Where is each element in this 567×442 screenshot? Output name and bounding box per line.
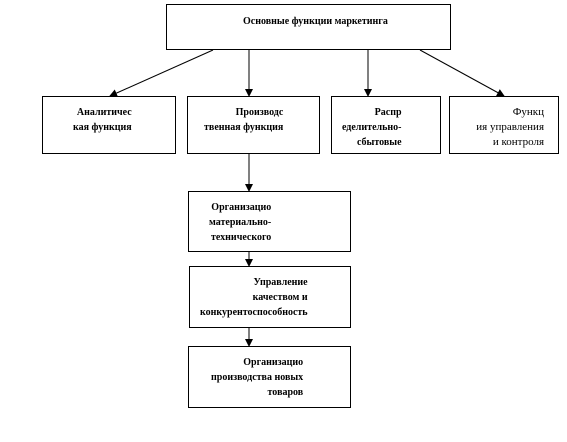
quality-management-label: Управление качеством и конкурентоспособн… — [200, 277, 308, 318]
production-function-label: Производс твенная функция — [204, 107, 284, 133]
node-material-supply: Организацио материально- технического — [188, 191, 351, 252]
node-sales-function: Распр еделительно- сбытовые — [331, 96, 441, 154]
material-supply-label: Организацио материально- технического — [209, 202, 272, 243]
root-node: Основные функции маркетинга — [166, 4, 451, 50]
sales-function-label: Распр еделительно- сбытовые — [342, 107, 402, 148]
analytic-function-label: Аналитичес кая функция — [73, 107, 132, 133]
node-quality-management: Управление качеством и конкурентоспособн… — [189, 266, 351, 328]
node-analytic-function: Аналитичес кая функция — [42, 96, 176, 154]
new-goods-production-label: Организацио производства новых товаров — [211, 357, 304, 398]
control-function-label: Функц ия управления и контроля — [476, 106, 544, 148]
arrow-to-analytic — [109, 49, 214, 97]
arrow-to-control — [419, 49, 505, 97]
node-new-goods-production: Организацио производства новых товаров — [188, 346, 351, 408]
root-label: Основные функции маркетинга — [243, 16, 388, 27]
node-production-function: Производс твенная функция — [187, 96, 320, 154]
node-control-function: Функц ия управления и контроля — [449, 96, 559, 154]
